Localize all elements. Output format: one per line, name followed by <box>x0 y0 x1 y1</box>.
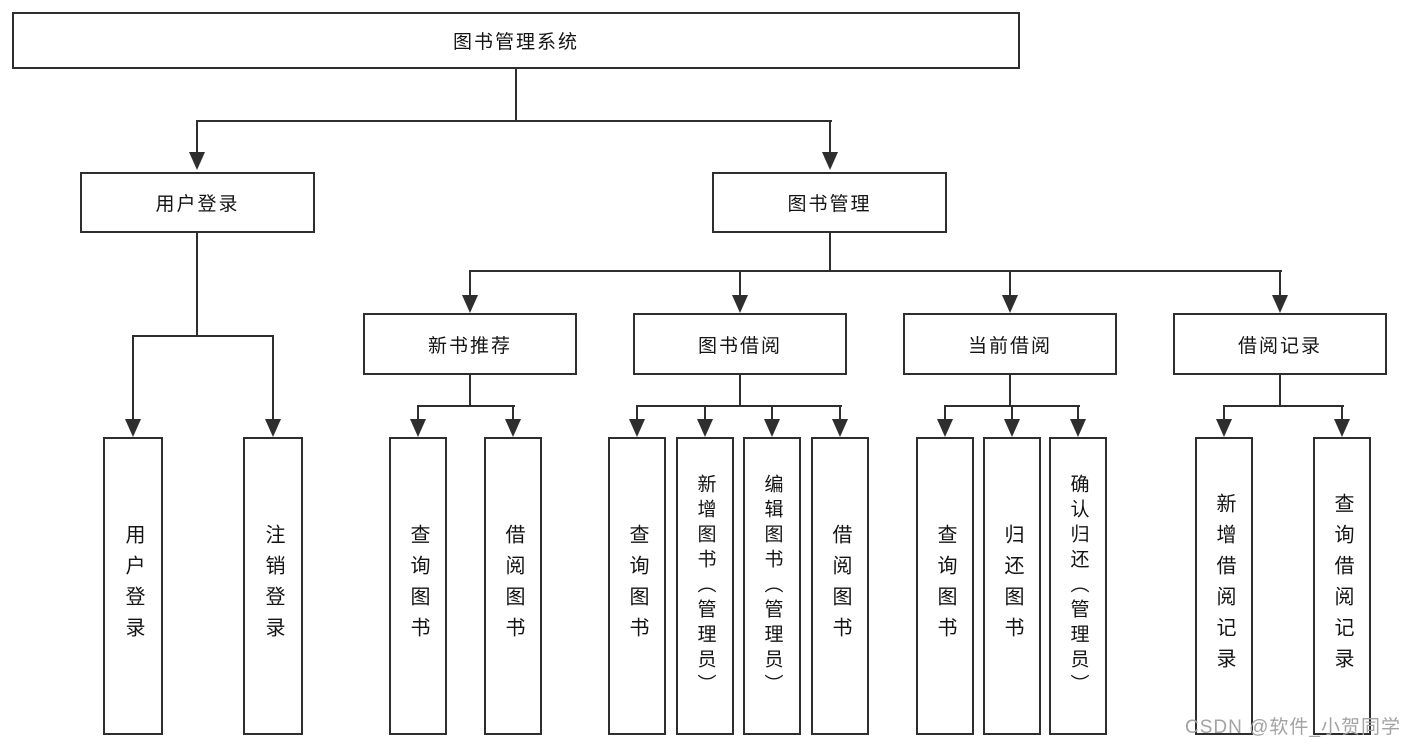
node-book-borrow: 图书借阅 <box>633 313 847 375</box>
connector-root-bus <box>196 120 832 122</box>
connector-shaft <box>469 270 471 296</box>
connector-user-bus <box>132 335 274 337</box>
connector-shaft <box>829 120 831 154</box>
connector-shaft <box>636 405 638 420</box>
node-borrow-records: 借阅记录 <box>1173 313 1387 375</box>
leaf-borrow-book: 借阅图书 <box>811 437 869 735</box>
connector-mgmt-bus <box>469 270 1282 272</box>
arrowhead-icon <box>832 419 848 437</box>
leaf-borrow-query: 查询图书 <box>608 437 666 735</box>
connector-g2-stub <box>739 375 741 407</box>
connector-shaft <box>944 405 946 420</box>
arrowhead-icon <box>1004 419 1020 437</box>
connector-mgmt-stub <box>829 233 831 272</box>
connector-shaft <box>739 270 741 296</box>
arrowhead-icon <box>732 295 748 313</box>
node-user-login: 用户登录 <box>80 172 315 233</box>
connector-shaft <box>771 405 773 420</box>
arrowhead-icon <box>505 419 521 437</box>
arrowhead-icon <box>1070 419 1086 437</box>
node-book-management: 图书管理 <box>712 172 947 233</box>
leaf-current-confirm-admin: 确认归还（管理员） <box>1049 437 1107 735</box>
connector-shaft <box>196 120 198 154</box>
arrowhead-icon <box>937 419 953 437</box>
connector-g4-stub <box>1279 375 1281 407</box>
connector-g4-bus <box>1223 405 1344 407</box>
connector-g3-stub <box>1009 375 1011 407</box>
leaf-logout: 注销登录 <box>243 437 303 735</box>
arrowhead-icon <box>189 152 205 170</box>
leaf-current-query: 查询图书 <box>916 437 974 735</box>
leaf-user-login: 用户登录 <box>103 437 163 735</box>
connector-shaft <box>132 335 134 419</box>
node-current-borrow: 当前借阅 <box>903 313 1117 375</box>
arrowhead-icon <box>125 419 141 437</box>
connector-shaft <box>1077 405 1079 420</box>
connector-shaft <box>1279 270 1281 296</box>
connector-user-stub <box>196 233 198 337</box>
leaf-records-add: 新增借阅记录 <box>1195 437 1253 735</box>
node-root: 图书管理系统 <box>12 12 1020 69</box>
connector-shaft <box>1223 405 1225 420</box>
node-new-book-recommend: 新书推荐 <box>363 313 577 375</box>
connector-g2-bus <box>636 405 842 407</box>
leaf-newbook-borrow: 借阅图书 <box>484 437 542 735</box>
leaf-records-query: 查询借阅记录 <box>1313 437 1371 735</box>
leaf-borrow-add-admin: 新增图书（管理员） <box>676 437 734 735</box>
connector-g1-stub <box>469 375 471 407</box>
watermark: CSDN @软件_小贺同学 <box>1185 717 1401 738</box>
arrowhead-icon <box>462 295 478 313</box>
arrowhead-icon <box>265 419 281 437</box>
arrowhead-icon <box>629 419 645 437</box>
arrowhead-icon <box>764 419 780 437</box>
connector-shaft <box>1011 405 1013 420</box>
connector-g1-bus <box>417 405 515 407</box>
connector-shaft <box>1341 405 1343 420</box>
connector-shaft <box>272 335 274 419</box>
arrowhead-icon <box>1334 419 1350 437</box>
arrowhead-icon <box>822 152 838 170</box>
arrowhead-icon <box>1216 419 1232 437</box>
connector-shaft <box>1009 270 1011 296</box>
arrowhead-icon <box>1002 295 1018 313</box>
connector-shaft <box>704 405 706 420</box>
arrowhead-icon <box>410 419 426 437</box>
arrowhead-icon <box>1272 295 1288 313</box>
connector-shaft <box>417 405 419 420</box>
arrowhead-icon <box>697 419 713 437</box>
connector-root-stub <box>515 69 517 121</box>
leaf-newbook-query: 查询图书 <box>389 437 447 735</box>
leaf-current-return: 归还图书 <box>983 437 1041 735</box>
leaf-borrow-edit-admin: 编辑图书（管理员） <box>743 437 801 735</box>
connector-shaft <box>512 405 514 420</box>
connector-shaft <box>839 405 841 420</box>
